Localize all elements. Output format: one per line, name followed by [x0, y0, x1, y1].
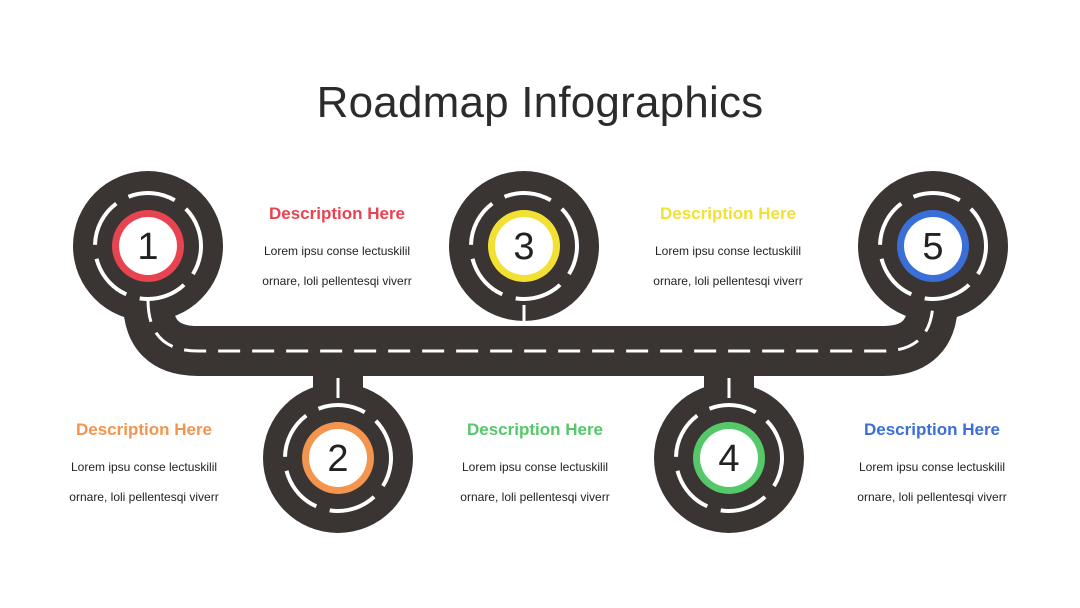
milestone-1-description: Description Here Lorem ipsu conse lectus… — [222, 204, 452, 296]
milestone-5-dashed-ring — [878, 190, 988, 301]
milestone-4-text-line-2: ornare, loli pellentesqi viverr — [460, 490, 610, 504]
milestone-5-heading: Description Here — [863, 420, 1001, 439]
milestone-3-heading: Description Here — [659, 204, 797, 223]
milestone-2-badge-inner — [309, 429, 367, 487]
milestone-3-description: Description Here Lorem ipsu conse lectus… — [613, 204, 843, 296]
milestone-3-number: 3 — [513, 225, 535, 268]
milestone-1-badge-inner — [119, 217, 177, 275]
milestone-4-badge-inner — [700, 429, 758, 487]
milestone-5-text-line-1: Lorem ipsu conse lectuskilil — [858, 460, 1006, 474]
milestone-4-description: Description Here Lorem ipsu conse lectus… — [420, 420, 650, 512]
milestone-4-text-line-1: Lorem ipsu conse lectuskilil — [461, 460, 609, 474]
milestone-1-number: 1 — [137, 225, 159, 268]
page-title: Roadmap Infographics — [316, 78, 764, 127]
milestone-5-number: 5 — [922, 225, 944, 268]
milestone-2-text-line-2: ornare, loli pellentesqi viverr — [69, 490, 219, 504]
milestone-3-text-line-1: Lorem ipsu conse lectuskilil — [654, 244, 802, 258]
road-lane-marking — [146, 299, 935, 353]
milestone-2-text-line-1: Lorem ipsu conse lectuskilil — [70, 460, 218, 474]
milestone-1-text-line-1: Lorem ipsu conse lectuskilil — [263, 244, 411, 258]
milestone-4-number: 4 — [718, 437, 740, 480]
milestone-5-description: Description Here Lorem ipsu conse lectus… — [817, 420, 1047, 512]
milestone-3-text-line-2: ornare, loli pellentesqi viverr — [653, 274, 803, 288]
milestone-1-dashed-ring — [93, 191, 203, 301]
milestone-1-heading: Description Here — [268, 204, 406, 223]
milestone-4-heading: Description Here — [466, 420, 604, 439]
milestone-2-description: Description Here Lorem ipsu conse lectus… — [29, 420, 259, 512]
milestone-1-text-line-2: ornare, loli pellentesqi viverr — [262, 274, 412, 288]
milestone-2-dashed-ring — [283, 403, 393, 513]
milestone-2-heading: Description Here — [75, 420, 213, 439]
milestone-4-dashed-ring — [674, 403, 784, 513]
milestone-5-badge-inner — [904, 217, 962, 275]
milestone-3-badge-inner — [495, 217, 553, 275]
milestone-2-number: 2 — [327, 437, 349, 480]
milestone-3-dashed-ring — [469, 191, 579, 301]
milestone-5-text-line-2: ornare, loli pellentesqi viverr — [857, 490, 1007, 504]
